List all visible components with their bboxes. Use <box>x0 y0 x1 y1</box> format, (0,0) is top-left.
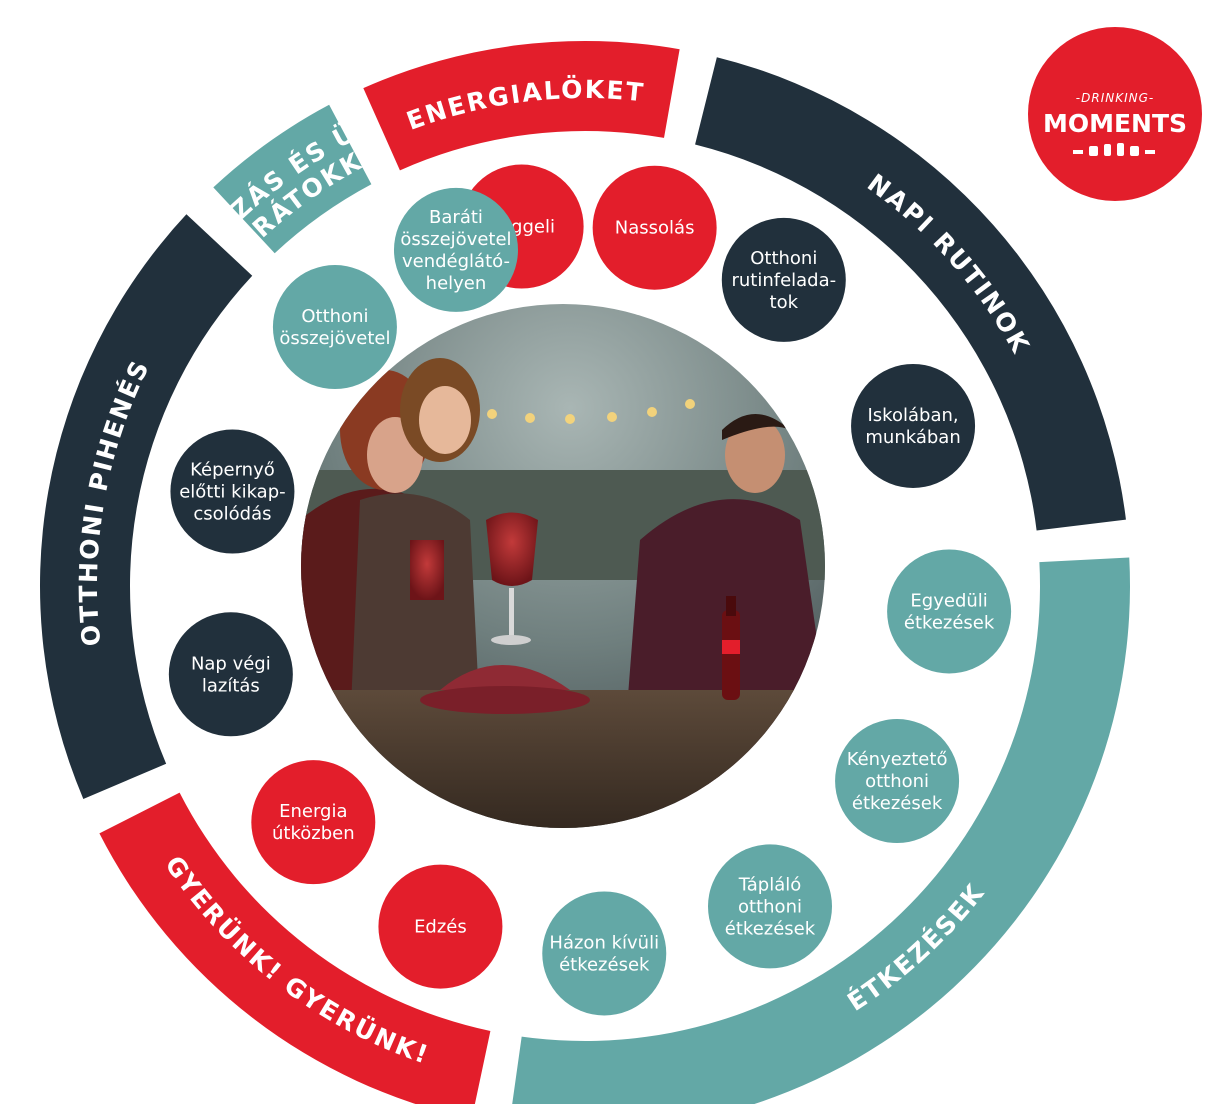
drinking-moments-logo: -DRINKING- MOMENTS <box>1028 27 1202 201</box>
bubble-label: helyen <box>426 273 487 294</box>
bubble-gyerunk-0: Edzés <box>378 864 503 989</box>
bubble-label: étkezések <box>904 612 995 633</box>
bubble-label: otthoni <box>865 771 929 792</box>
bubble-label: tok <box>770 292 799 313</box>
bubble-label: Egyedüli <box>910 590 987 611</box>
bubble-label: Edzés <box>414 917 467 938</box>
bubble-label: vendéglátó- <box>402 251 510 272</box>
bubble-label: összejövetel <box>400 229 511 250</box>
bubble-label: étkezések <box>725 918 816 939</box>
logo-line2: MOMENTS <box>1043 109 1187 138</box>
bubble-label: rutinfelada- <box>731 270 836 291</box>
bubble-label: otthoni <box>738 896 802 917</box>
ring-segment-szorakozas <box>213 104 372 254</box>
ring-segment-energialoket <box>363 41 680 171</box>
bubble-label: munkában <box>865 427 960 448</box>
ring-segment-napi-rutinok <box>695 57 1126 531</box>
bubble-label: lazítás <box>202 675 260 696</box>
logo-line1: -DRINKING- <box>1076 91 1154 105</box>
bubble-label: Nassolás <box>615 218 695 239</box>
bubble-label: Otthoni <box>750 248 817 269</box>
ring-segment-gyerunk <box>99 792 491 1104</box>
bubble-energialoket-1: Nassolás <box>592 165 717 290</box>
bottle-and-cup-icons <box>1073 143 1155 156</box>
bubble-label: Kényeztető <box>847 749 948 770</box>
bubble-label: útközben <box>272 823 355 844</box>
bubble-label: étkezések <box>852 793 943 814</box>
ring-segment-otthoni-pihenes <box>40 214 253 799</box>
bubble-label: Képernyő <box>190 460 275 481</box>
bubble-label: Nap végi <box>191 653 271 674</box>
friends-photo-icon <box>301 304 825 828</box>
bubble-label: Energia <box>279 801 347 822</box>
ring-segment-etkezesek <box>512 557 1130 1104</box>
bubble-label: Tápláló <box>738 874 802 895</box>
outer-ring <box>40 41 1130 1104</box>
bubble-label: előtti kikap- <box>179 482 285 503</box>
bubble-label: Iskolában, <box>868 405 959 426</box>
bubble-napi-rutinok-1: Iskolában,munkában <box>851 363 976 488</box>
bubble-label: Házon kívüli <box>549 932 659 953</box>
bubble-label: étkezések <box>559 954 650 975</box>
bubble-label: csolódás <box>193 504 271 525</box>
bubble-label: Otthoni <box>301 306 368 327</box>
bubble-label: összejövetel <box>279 328 390 349</box>
bubble-label: Baráti <box>429 207 483 228</box>
